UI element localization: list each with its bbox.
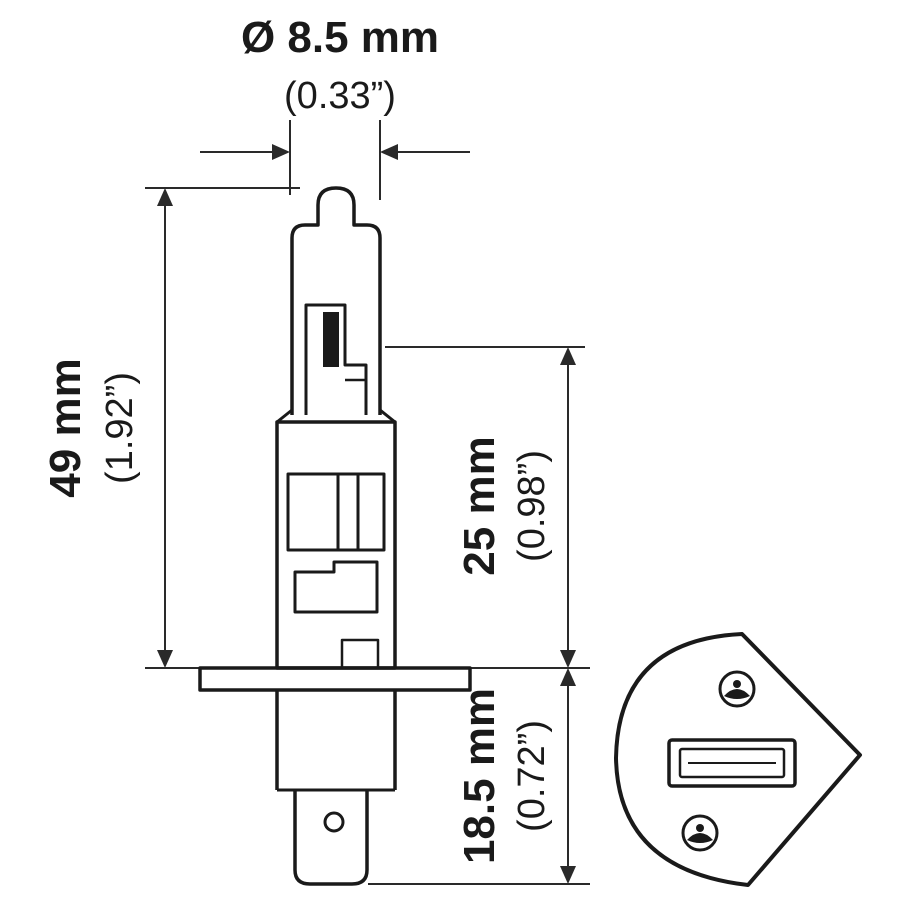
end-view-contact-top-shade: [724, 689, 750, 699]
glass-neck: [275, 408, 397, 424]
base-arrowhead-bottom: [560, 866, 576, 884]
base-length-imperial-label: (0.72”): [511, 720, 553, 832]
filament-block: [323, 312, 339, 367]
connector-pin: [293, 790, 369, 886]
diameter-arrowhead-left: [272, 144, 290, 160]
base-arrowhead-top: [560, 668, 576, 686]
light-center-metric-label: 25 mm: [455, 436, 504, 575]
end-view-contact-top-dot: [733, 680, 741, 688]
flange-plate: [198, 666, 472, 692]
overall-length-dimension: 49 mm (1.92”): [41, 187, 300, 669]
end-view-connector-inner: [678, 747, 786, 779]
glass-envelope: [290, 186, 382, 415]
diameter-metric-label: Ø 8.5 mm: [241, 13, 439, 62]
filament-shield: [304, 303, 368, 415]
body-window-upper: [286, 472, 386, 552]
overall-arrowhead-bottom: [157, 650, 173, 668]
pin-hole: [323, 811, 345, 833]
body-tab: [293, 560, 379, 614]
end-view-outline: [614, 632, 862, 887]
metal-body: [275, 420, 397, 670]
base-length-metric-label: 18.5 mm: [455, 688, 504, 864]
end-view-contact-bottom-shade: [687, 833, 713, 843]
diameter-imperial-label: (0.33”): [284, 75, 396, 117]
diameter-dimension: Ø 8.5 mm (0.33”): [200, 13, 470, 200]
overall-arrowhead-top: [157, 188, 173, 206]
overall-length-imperial-label: (1.92”): [99, 372, 141, 484]
light-center-imperial-label: (0.98”): [511, 450, 553, 562]
light-center-arrowhead-bottom: [560, 650, 576, 668]
light-center-arrowhead-top: [560, 347, 576, 365]
end-view-contact-bottom-dot: [696, 824, 704, 832]
base-length-dimension: 18.5 mm (0.72”): [368, 668, 590, 885]
diameter-arrowhead-right: [380, 144, 398, 160]
overall-length-metric-label: 49 mm: [41, 358, 90, 497]
light-center-dimension: 25 mm (0.98”): [385, 346, 590, 669]
body-slot: [340, 638, 380, 670]
h1-base-end-view-icon: [614, 632, 862, 887]
end-view-connector-outer: [667, 738, 797, 788]
h1-bulb-side-view-icon: [198, 186, 472, 886]
